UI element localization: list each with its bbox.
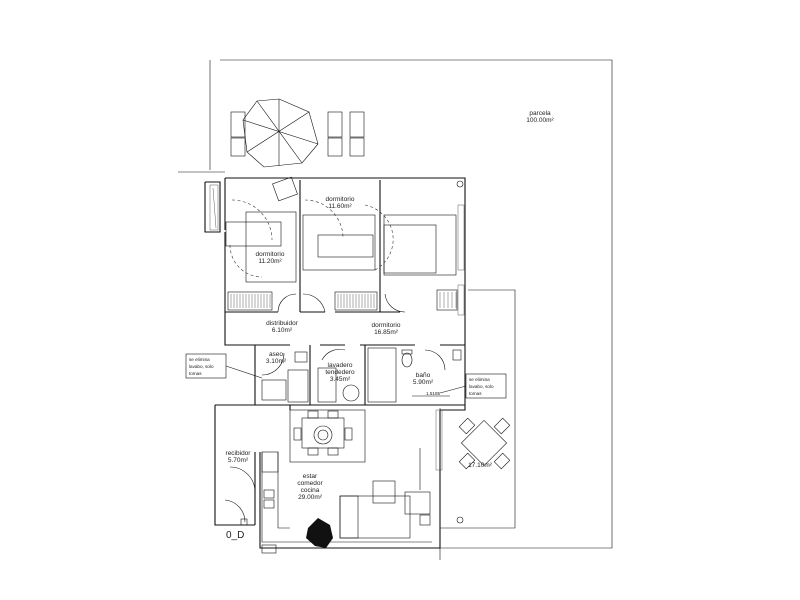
door-swings [224,199,446,523]
windows [209,184,465,471]
plot-markers [240,180,464,526]
room-area-distribuidor: 6.10m² [272,327,293,334]
label-lavadero: lavadero tendedero 3.45m² [325,362,355,383]
bedroom-2-bed [302,214,376,271]
dimension-line: 1.5185 [412,391,450,397]
label-dormitorio-3: dormitorio 16.85m² [372,322,401,336]
master-bed [383,214,457,276]
label-estar: estar comedor cocina 29.00m² [297,473,323,501]
note-right: se elimina lavabo, solo tomas [439,373,507,399]
plot-outline [178,59,613,560]
note-right-line2: lavabo, solo [469,384,494,389]
room-name-recibidor: recibidor [226,450,252,457]
note-left: se elimina lavabo, solo tomas [185,353,263,379]
note-right-line1: se elimina [469,377,490,382]
terrace-table-icon [458,417,511,470]
room-name-bano: baño [416,372,431,379]
bathroom-fixtures [261,347,462,403]
label-bano: baño 5.90m² [413,372,434,386]
room-name-lavadero: lavadero [328,362,353,369]
room-area-parcela: 100.00m² [526,117,554,124]
room-name-dormitorio-1: dormitorio [256,251,285,258]
note-right-line3: tomas [469,391,482,396]
bedroom-1-bed [225,176,298,283]
room-name-dormitorio-3: dormitorio [372,322,401,329]
room-name-tendedero: tendedero [325,369,355,376]
label-parcela: parcela 100.00m² [526,110,554,124]
label-dormitorio-2: dormitorio 11.60m² [326,196,355,210]
room-area-aseo: 3.10m² [266,358,287,365]
label-distribuidor: distribuidor 6.10m² [266,320,299,334]
terrace-outline [439,289,516,529]
room-name-distribuidor: distribuidor [266,320,299,327]
room-name-cocina: cocina [301,487,320,494]
interior-walls [225,180,465,410]
plant-icon [306,518,333,548]
parasol-icon [242,98,319,168]
living-furniture [339,448,431,539]
label-terraza: 17.10m² [468,462,493,469]
sun-loungers [230,111,365,157]
room-name-parcela: parcela [529,110,551,117]
plan-tag: 0_D [226,530,244,541]
label-recibidor: recibidor 5.70m² [226,450,252,464]
kitchen-counter [261,451,432,554]
room-area-dormitorio-2: 11.60m² [328,203,352,210]
note-left-line1: se elimina [189,357,210,362]
wardrobe-blocks [227,289,458,311]
room-name-comedor: comedor [297,480,323,487]
room-area-dormitorio-3: 16.85m² [374,329,399,336]
room-area-dormitorio-1: 11.20m² [258,258,282,265]
room-name-dormitorio-2: dormitorio [326,196,355,203]
room-area-estar: 29.00m² [298,494,323,501]
dimension-value: 1.5185 [426,391,440,396]
room-area-terraza: 17.10m² [468,462,493,469]
room-name-estar: estar [303,473,318,480]
note-left-line2: lavabo, solo [189,364,214,369]
room-area-lavadero: 3.45m² [330,376,351,383]
room-name-aseo: aseo [269,351,283,358]
room-area-recibidor: 5.70m² [228,457,249,464]
note-left-line3: tomas [189,371,202,376]
dining-set [289,409,366,463]
label-aseo: aseo 3.10m² [266,351,287,365]
room-area-bano: 5.90m² [413,379,434,386]
label-dormitorio-1: dormitorio 11.20m² [256,251,285,265]
